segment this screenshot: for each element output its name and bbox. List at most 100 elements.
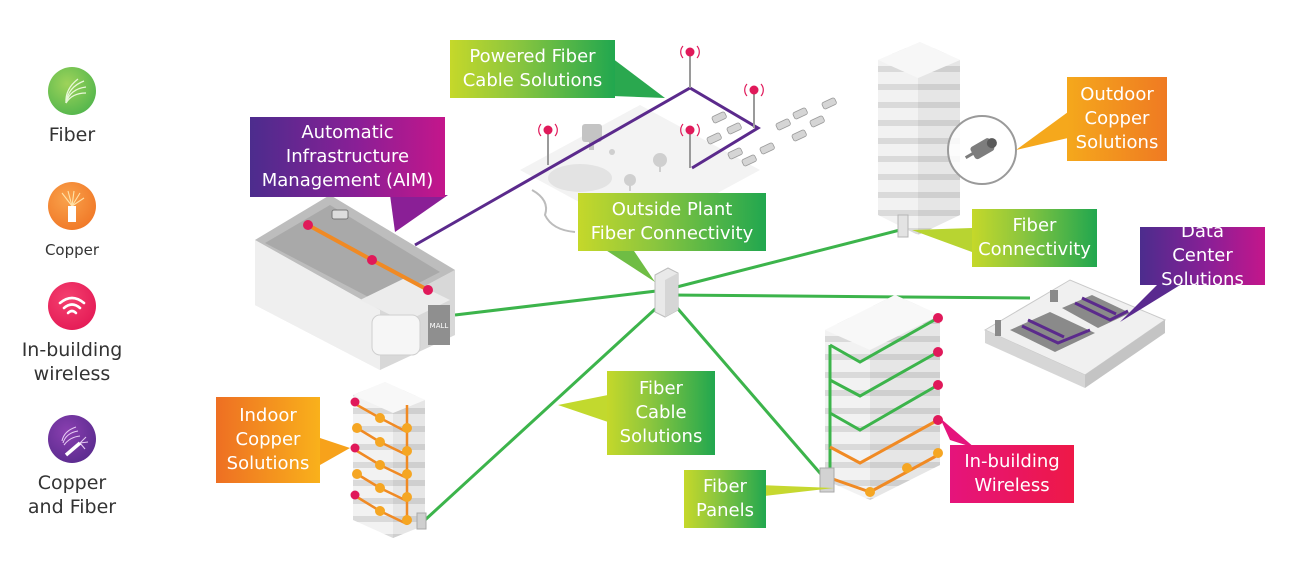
callout-text: Copper (1084, 108, 1150, 129)
wireless-node (367, 255, 377, 265)
car (821, 97, 837, 110)
car (741, 154, 757, 167)
legend-item-copper: Copper (12, 182, 132, 262)
office-tower (878, 42, 1017, 238)
callout-outside-plant-fiber-connectivity: Outside Plant Fiber Connectivity (578, 193, 766, 251)
fiber-panel-box (897, 214, 909, 238)
wireless-node (933, 313, 943, 323)
callout-text: Connectivity (978, 239, 1091, 260)
copper-icon (48, 182, 96, 230)
callout-text: Infrastructure (285, 146, 410, 167)
copper-fiber-icon (48, 415, 96, 463)
callout-text: Fiber Connectivity (590, 223, 754, 244)
data-center (983, 279, 1167, 388)
wireless-pole (744, 83, 764, 128)
legend-label-line2: and Fiber (27, 496, 117, 518)
wireless-node (350, 397, 360, 407)
callout-text: Cable Solutions (462, 70, 603, 91)
legend-item-fiber: Fiber (12, 67, 132, 147)
outdoor-camera (964, 138, 997, 160)
legend-label-line1: Copper (37, 472, 107, 494)
tree (624, 174, 636, 191)
powered-fiber-links (414, 86, 761, 247)
fiber-icon (48, 67, 96, 115)
mall-sign: MALL (430, 322, 449, 330)
outside-plant-hub (654, 267, 679, 318)
fiber-links (423, 228, 1031, 522)
pond (548, 164, 612, 192)
callout-powered-fiber-cable-solutions: Powered Fiber Cable Solutions (450, 40, 615, 98)
car (331, 209, 349, 220)
wireless-node (350, 443, 360, 453)
car (775, 118, 791, 131)
wireless-node (303, 220, 313, 230)
callout-text: Automatic (301, 122, 394, 143)
legend-label-line1: In-building (21, 339, 123, 361)
callout-text: Solutions (619, 426, 703, 447)
callout-fiber-panels: Fiber Panels (684, 470, 766, 528)
car (706, 132, 722, 145)
callout-fiber-connectivity: Fiber Connectivity (972, 209, 1097, 267)
callout-outdoor-copper-solutions: Outdoor Copper Solutions (1067, 77, 1167, 161)
parking-lot (706, 97, 837, 167)
wireless-node (933, 415, 943, 425)
fiber-panel-box (819, 467, 835, 493)
callout-text: Data Center (1172, 221, 1233, 266)
callout-text: Fiber (1012, 215, 1057, 236)
callout-fiber-cable-solutions: Fiber Cable Solutions (607, 371, 715, 455)
car (809, 115, 825, 128)
legend-item-inbuilding-wireless: In-building wireless (12, 282, 132, 386)
legend-label: Fiber (48, 124, 96, 146)
mall-building: MALL (255, 195, 455, 370)
legend-label-line2: wireless (33, 363, 111, 385)
callout-data-center-solutions: Data Center Solutions (1140, 221, 1265, 290)
callout-text: Indoor (239, 405, 297, 426)
callout-text: Fiber (639, 378, 683, 399)
car (759, 142, 775, 155)
fiber-link-mall (454, 288, 666, 317)
inbuilding-tower (819, 295, 943, 500)
legend-label: Copper (44, 241, 100, 259)
fiber-panel-box (416, 512, 427, 530)
callout-inbuilding-wireless: In-building Wireless (950, 445, 1074, 503)
callout-text: Management (AIM) (261, 170, 434, 191)
fiber-link-inbuilding-tower (670, 301, 828, 481)
callout-text: Outside Plant (611, 199, 733, 220)
callout-indoor-copper-solutions: Indoor Copper Solutions (216, 397, 320, 483)
callout-text: Cable (635, 402, 687, 423)
callout-text: Solutions (1075, 132, 1159, 153)
fiber-link-tower (664, 228, 901, 292)
callout-text: Powered Fiber (469, 46, 596, 67)
wireless-pole (680, 45, 700, 88)
callout-text: Solutions (226, 453, 310, 474)
callout-text: Wireless (974, 475, 1050, 496)
fiber-link-indoor-building (423, 298, 667, 522)
car (791, 129, 807, 142)
wireless-node (350, 490, 360, 500)
callout-automatic-infrastructure-management: Automatic Infrastructure Management (AIM… (250, 117, 445, 197)
wireless-node (423, 285, 433, 295)
wireless-node (933, 380, 943, 390)
legend-item-copper-and-fiber: Copper and Fiber (12, 415, 132, 519)
path-walkway (531, 189, 576, 233)
callout-text: Fiber (703, 476, 747, 497)
indoor-copper-building (350, 382, 427, 538)
fiber-link-datacenter (669, 293, 1031, 300)
callout-text: In-building (964, 451, 1060, 472)
wireless-icon (48, 282, 96, 330)
tree (609, 149, 615, 155)
car (726, 122, 742, 135)
callout-text: Copper (235, 429, 301, 450)
wireless-pole (538, 123, 558, 165)
car (792, 107, 808, 120)
callout-text: Panels (696, 500, 754, 521)
tree (653, 153, 667, 172)
callout-text: Outdoor (1080, 84, 1154, 105)
wireless-node (933, 347, 943, 357)
callout-text: Solutions (1161, 269, 1244, 290)
wireless-pole (680, 123, 700, 168)
car (711, 111, 727, 124)
wireless-poles (538, 45, 764, 168)
